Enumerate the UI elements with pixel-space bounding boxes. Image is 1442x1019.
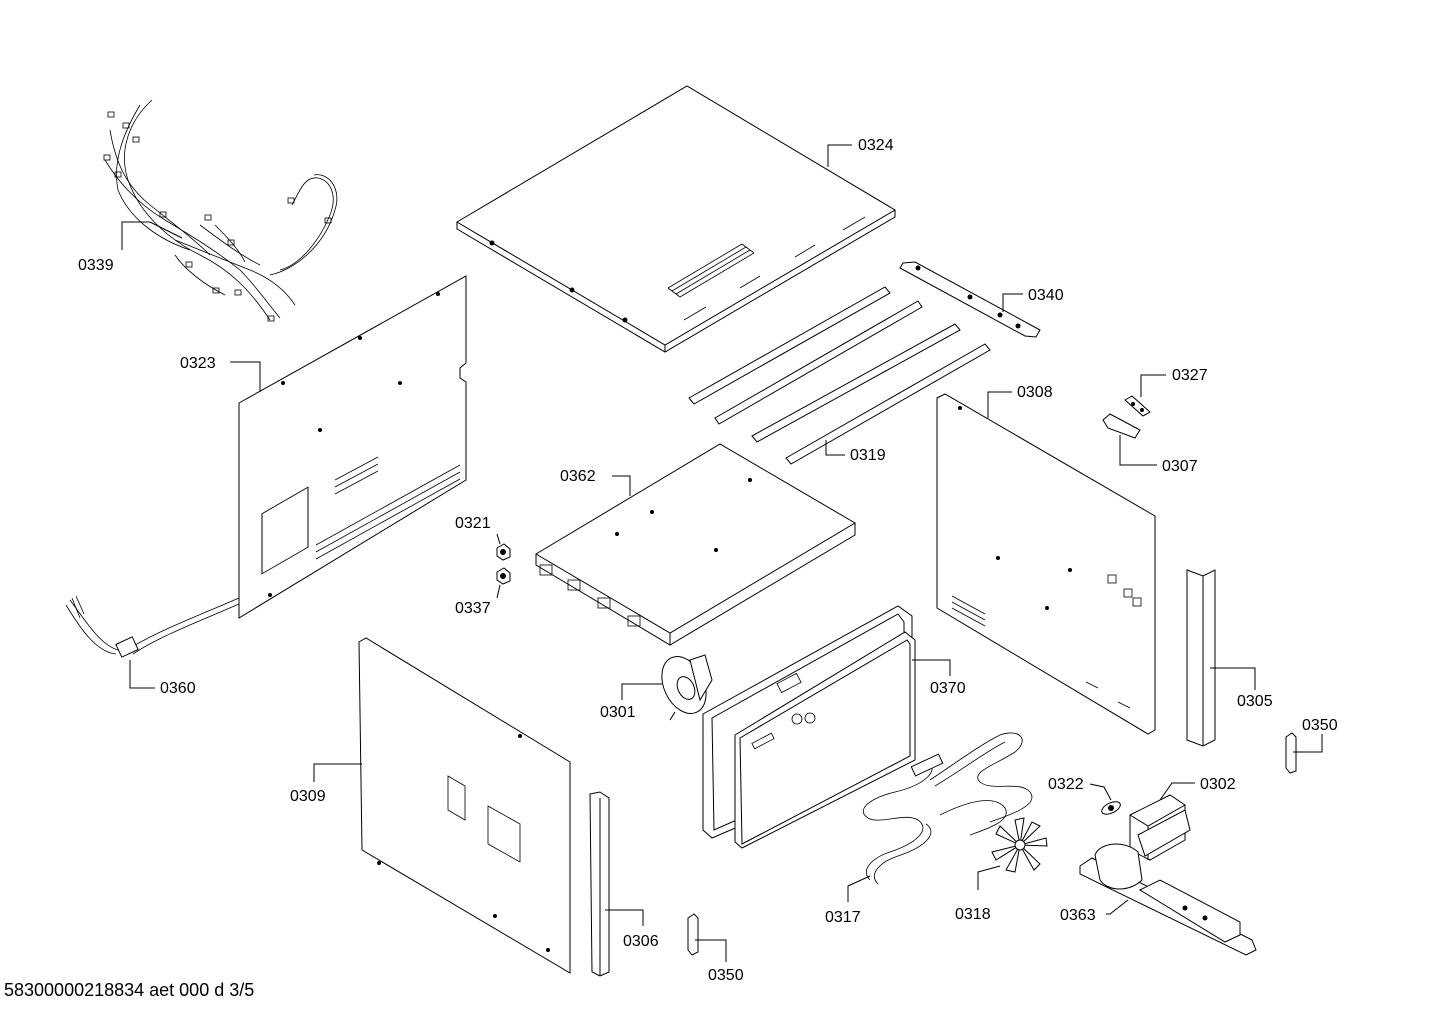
label-0337: 0360 — [160, 680, 196, 697]
side-strip-right-drawing — [1186, 569, 1216, 747]
label-0317: 0317 — [825, 909, 861, 926]
back-panel-drawing — [238, 275, 467, 619]
label-0301: 0301 — [600, 704, 636, 721]
clip-upper-drawing — [496, 543, 511, 561]
fan-motor-drawing — [661, 654, 713, 721]
side-strip-left-drawing — [589, 791, 610, 977]
label-0323: 0323 — [180, 355, 216, 372]
label-0302: 0302 — [1200, 776, 1236, 793]
thermostat-drawing — [1101, 801, 1121, 815]
clip-right-drawing — [1285, 732, 1297, 774]
document-footer-code: 58300000218834 aet 000 d 3/5 — [4, 980, 255, 1000]
label-0308: 0308 — [1017, 384, 1053, 401]
small-plate-drawing — [1102, 413, 1141, 439]
right-side-panel-drawing — [936, 393, 1156, 735]
fan-wheel-drawing — [991, 817, 1048, 873]
label-0305: 0305 — [1237, 693, 1273, 710]
label-0370: 0370 — [930, 680, 966, 697]
fan-housing-drawing — [535, 443, 856, 646]
label-0307: 0307 — [1162, 458, 1198, 475]
top-cover-drawing — [456, 85, 896, 353]
power-cord-drawing — [65, 595, 240, 658]
clip-bottom-drawing — [687, 913, 699, 956]
label-0350-bottom: 0350 — [708, 967, 744, 984]
transformer-drawing — [1129, 794, 1191, 861]
label-0340: 0340 — [1028, 287, 1064, 304]
label-0309: 0309 — [290, 788, 326, 805]
label-0324: 0324 — [858, 137, 894, 154]
motor-bracket-drawing — [1079, 843, 1257, 956]
left-side-panel-drawing — [358, 637, 571, 974]
label-0319: 0319 — [850, 447, 886, 464]
heater-bracket-drawing — [899, 261, 1041, 338]
heating-rods-drawing — [688, 286, 991, 465]
label-0306: 0306 — [623, 933, 659, 950]
label-0321: 0321 — [455, 515, 491, 532]
label-0339: 0339 — [78, 257, 114, 274]
small-bracket-drawing — [1124, 395, 1151, 417]
label-0318: 0318 — [955, 906, 991, 923]
label-0363: 0363 — [1060, 907, 1096, 924]
label-0322: 0322 — [1048, 776, 1084, 793]
label-0360: 0337 — [455, 600, 491, 617]
wiring-harness-drawing — [103, 99, 338, 322]
door-frame-drawing — [702, 605, 916, 849]
label-0362: 0362 — [560, 468, 596, 485]
heating-element-drawing — [862, 732, 1033, 885]
label-0350-right: 0350 — [1302, 717, 1338, 734]
clip-lower-drawing — [496, 567, 511, 585]
label-0327: 0327 — [1172, 367, 1208, 384]
